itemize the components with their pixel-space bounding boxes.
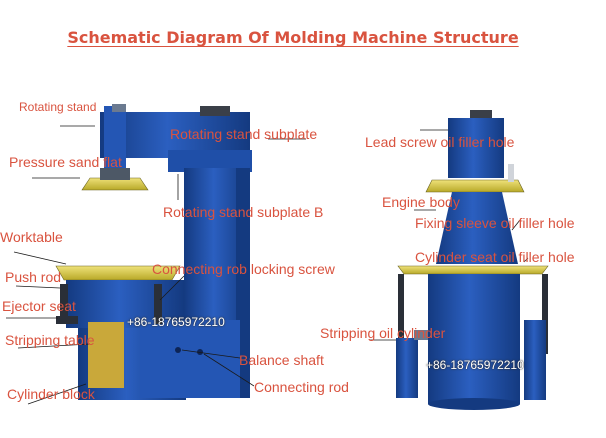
- label-connecting-rod: Connecting rod: [254, 379, 349, 395]
- left-rotating-stand-column: [104, 106, 126, 168]
- left-top-arm-lower: [168, 150, 252, 172]
- left-stand-cap: [112, 104, 126, 112]
- right-cylinder-bracket: [414, 330, 428, 340]
- leader-lines: [6, 125, 529, 405]
- leader-connecting-rob-screw: [159, 275, 185, 301]
- label-fixing-sleeve-oil-filler-hole: Fixing sleeve oil filler hole: [415, 215, 575, 231]
- left-ejector-post-b: [154, 284, 162, 324]
- leader-worktable: [13, 251, 67, 265]
- right-molding-machine: [396, 110, 549, 410]
- phone-watermark-right: +86-18765972210: [426, 358, 524, 372]
- label-rotating-stand-subplate: Rotating stand subplate: [170, 126, 318, 142]
- label-stripping-oil-cylinder: Stripping oil cylinder: [320, 325, 446, 341]
- right-cylinder-bottom: [428, 398, 520, 410]
- label-connecting-rob-locking-screw: Connecting rob locking screw: [152, 261, 335, 277]
- leader-connecting-rod: [203, 353, 255, 387]
- left-balance-shaft-hole: [175, 347, 181, 353]
- right-stripping-cylinder-left: [396, 338, 418, 398]
- left-stripping-table: [88, 322, 124, 388]
- left-ejector-post-a: [60, 284, 68, 324]
- right-stripping-cylinder-right: [524, 320, 546, 400]
- label-ejector-seat: Ejector seat: [2, 298, 76, 314]
- label-lead-screw-oil-filler-hole: Lead screw oil filler hole: [365, 134, 515, 150]
- right-top-cap: [470, 110, 492, 120]
- label-rotating-stand-subplate-b: Rotating stand subplate B: [163, 204, 324, 220]
- label-pressure-sand-flat: Pressure sand flat: [9, 154, 122, 170]
- leader-cylinder-block: [27, 383, 87, 405]
- left-pressure-sand-flat: [81, 177, 149, 191]
- label-worktable: Worktable: [0, 229, 63, 245]
- right-main-cylinder: [428, 274, 520, 404]
- left-base-right: [140, 320, 240, 398]
- right-engine-body: [436, 192, 518, 264]
- right-lead-screw-housing: [448, 118, 504, 178]
- right-cylinder-seat-plate: [397, 265, 549, 275]
- phone-watermark-left: +86-18765972210: [127, 315, 225, 329]
- diagram-title: Schematic Diagram Of Molding Machine Str…: [67, 28, 519, 47]
- label-balance-shaft: Balance shaft: [239, 352, 324, 368]
- leader-fixing-sleeve: [511, 219, 521, 231]
- right-frame-left: [398, 274, 404, 354]
- label-cylinder-seat-oil-filler-hole: Cylinder seat oil filler hole: [415, 249, 575, 265]
- left-pressure-hub: [100, 168, 130, 180]
- label-stripping-table: Stripping table: [5, 332, 95, 348]
- right-oil-filler-nozzle: [508, 164, 514, 182]
- left-top-cap: [200, 106, 230, 116]
- label-rotating-stand: Rotating stand: [19, 100, 97, 114]
- leader-cylinder-seat: [523, 257, 529, 263]
- leader-push-rod: [15, 285, 61, 289]
- leader-stripping-table: [17, 343, 91, 349]
- left-connecting-rod-hole: [197, 349, 203, 355]
- label-engine-body: Engine body: [382, 194, 460, 210]
- leader-balance-shaft: [181, 349, 241, 359]
- left-molding-machine: [55, 104, 252, 400]
- right-frame-right: [542, 274, 548, 354]
- left-ejector-seat-bar: [56, 316, 78, 324]
- label-cylinder-block: Cylinder block: [7, 386, 95, 402]
- label-push-rod: Push rod: [5, 269, 62, 285]
